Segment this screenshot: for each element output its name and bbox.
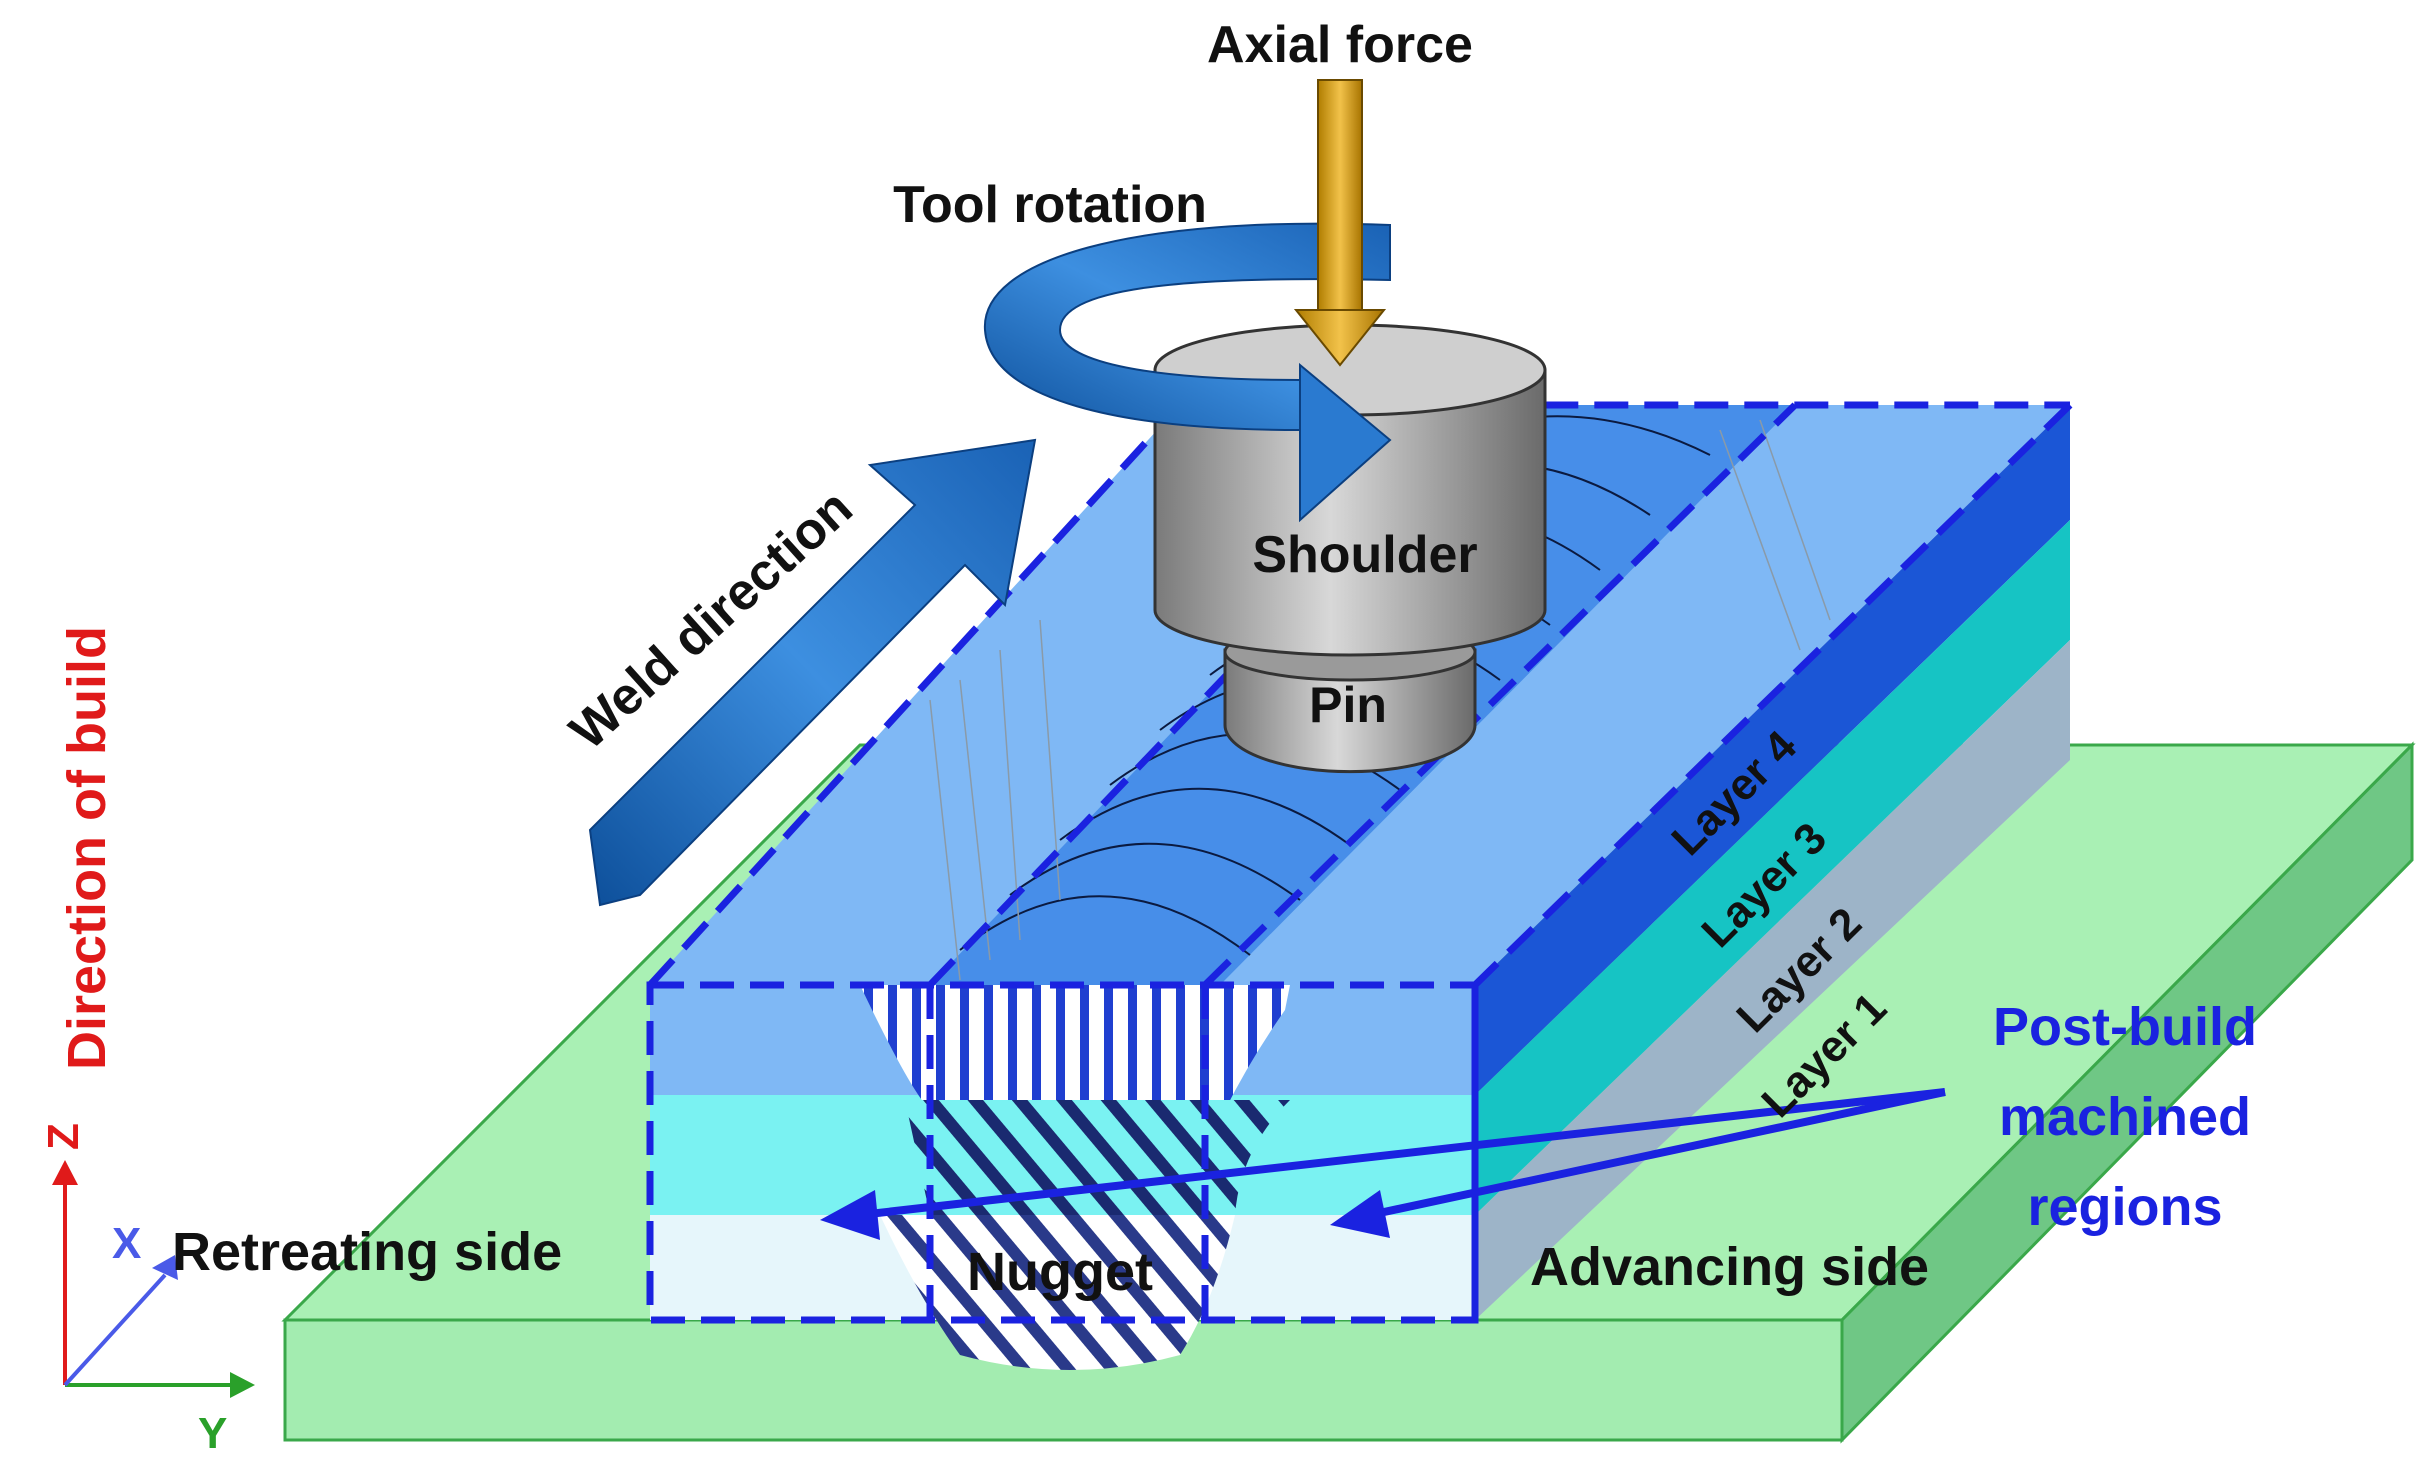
tool bbox=[1153, 323, 1547, 774]
axis-z-label: Z bbox=[39, 1123, 88, 1150]
retreating-side-label: Retreating side bbox=[172, 1222, 562, 1282]
axis-y-label: Y bbox=[198, 1409, 227, 1458]
weld-direction-arrow bbox=[588, 438, 1037, 907]
pin-label: Pin bbox=[1309, 677, 1387, 733]
axial-force-arrow bbox=[1293, 79, 1387, 367]
post-build-label-line1: Post-build bbox=[1993, 997, 2257, 1057]
tool-rotation-arrow bbox=[983, 222, 1392, 523]
axial-force-label: Axial force bbox=[1207, 16, 1473, 74]
tool-rotation-label: Tool rotation bbox=[893, 176, 1207, 234]
machined-pointer-arrows bbox=[820, 1088, 1946, 1240]
nugget-label: Nugget bbox=[967, 1242, 1153, 1302]
direction-of-build-label: Direction of build bbox=[57, 626, 117, 1070]
shoulder-label: Shoulder bbox=[1252, 526, 1477, 584]
axis-x-label: X bbox=[112, 1219, 141, 1268]
advancing-side-label: Advancing side bbox=[1530, 1237, 1929, 1297]
post-build-label-line2: machined bbox=[1999, 1087, 2251, 1147]
post-build-label-line3: regions bbox=[2027, 1177, 2222, 1237]
machined-region-outline bbox=[646, 401, 2073, 1324]
coordinate-axes bbox=[52, 1160, 255, 1398]
